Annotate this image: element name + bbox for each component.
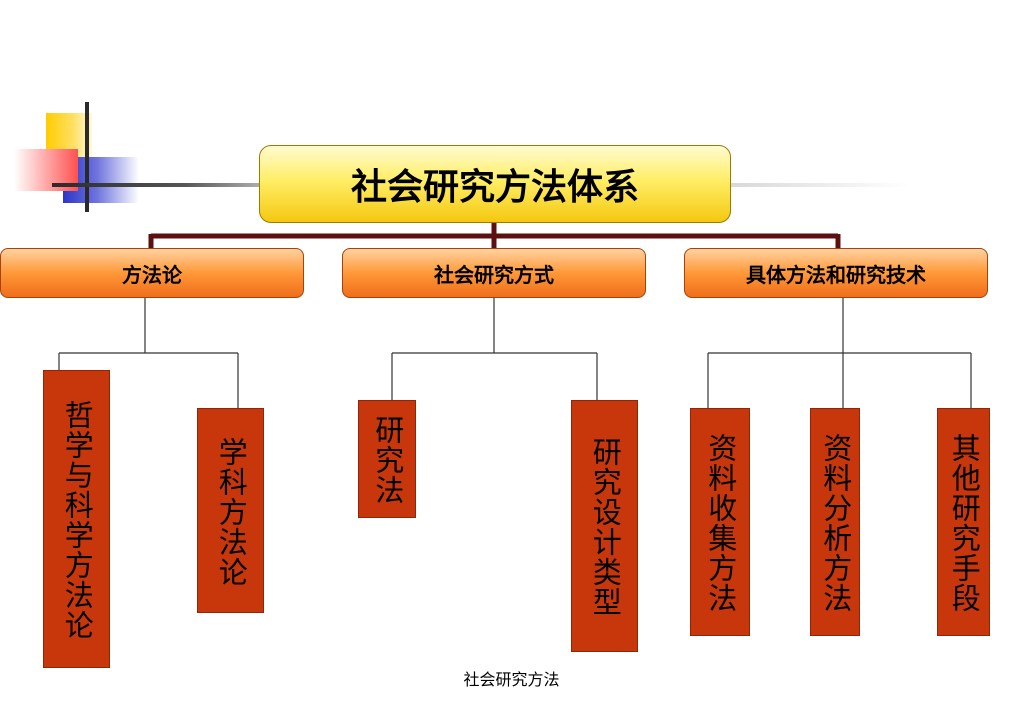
leaf-node: 哲学与科学方法论 [43, 370, 110, 668]
leaf-node: 资料分析方法 [810, 408, 860, 636]
footer-text: 社会研究方法 [463, 670, 560, 689]
category-node-methods-techniques: 具体方法和研究技术 [684, 248, 988, 298]
leaf-node: 其他研究手段 [937, 408, 990, 636]
leaf-node: 研究法 [358, 400, 416, 518]
category-label: 方法论 [122, 262, 182, 287]
category-node-research-approach: 社会研究方式 [342, 248, 646, 298]
leaf-label: 资料收集方法 [703, 433, 738, 613]
root-title: 社会研究方法体系 [350, 166, 639, 208]
decorative-fade-line [730, 183, 910, 187]
leaf-label: 资料分析方法 [818, 433, 853, 613]
root-node: 社会研究方法体系 [259, 145, 731, 223]
leaf-label: 哲学与科学方法论 [60, 400, 95, 640]
leaf-label: 学科方法论 [214, 436, 249, 587]
leaf-node: 学科方法论 [197, 408, 264, 613]
leaf-label: 研究设计类型 [588, 437, 623, 617]
leaf-node: 研究设计类型 [571, 400, 638, 652]
decorative-vertical-line [85, 102, 89, 212]
leaf-label: 其他研究手段 [947, 433, 982, 613]
category-label: 具体方法和研究技术 [746, 262, 926, 287]
decorative-horizontal-line [52, 183, 272, 187]
category-node-methodology: 方法论 [0, 248, 304, 298]
category-label: 社会研究方式 [434, 262, 554, 287]
leaf-node: 资料收集方法 [690, 408, 750, 636]
leaf-label: 研究法 [370, 415, 405, 505]
